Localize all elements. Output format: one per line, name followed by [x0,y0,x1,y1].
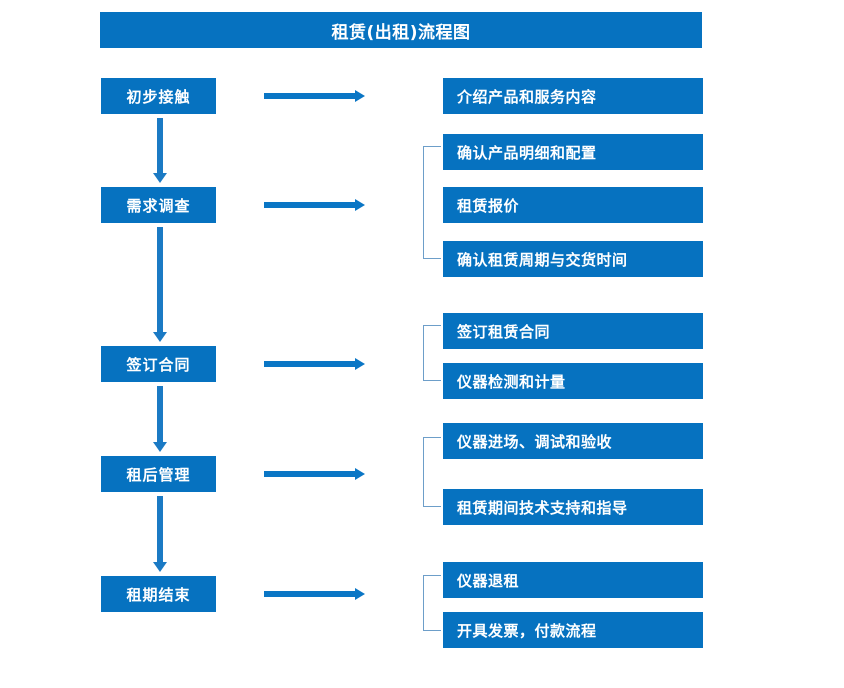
task-box-rental-quotation[interactable]: 租赁报价 [443,187,703,223]
task-box-sign-rental-contract[interactable]: 签订租赁合同 [443,313,703,349]
diagram-title: 租赁(出租)流程图 [100,12,702,48]
task-box-instrument-testing[interactable]: 仪器检测和计量 [443,363,703,399]
bracket-post-rental [423,437,441,507]
stage-box-post-rental-mgmt[interactable]: 租后管理 [101,456,216,492]
bracket-rental-end [423,575,441,631]
task-box-invoice-payment[interactable]: 开具发票，付款流程 [443,612,703,648]
horizontal-arrow-icon-2 [264,199,365,211]
stage-box-initial-contact[interactable]: 初步接触 [101,78,216,114]
stage-box-sign-contract[interactable]: 签订合同 [101,346,216,382]
horizontal-arrow-icon-5 [264,588,365,600]
task-box-confirm-product-spec[interactable]: 确认产品明细和配置 [443,134,703,170]
horizontal-arrow-icon-1 [264,90,365,102]
vertical-arrow-icon-2 [153,227,167,342]
vertical-arrow-icon-1 [153,118,167,183]
task-box-confirm-period[interactable]: 确认租赁周期与交货时间 [443,241,703,277]
task-box-technical-support[interactable]: 租赁期间技术支持和指导 [443,489,703,525]
bracket-demand-survey [423,146,441,259]
task-box-instrument-delivery[interactable]: 仪器进场、调试和验收 [443,423,703,459]
task-box-introduce-products[interactable]: 介绍产品和服务内容 [443,78,703,114]
stage-box-rental-end[interactable]: 租期结束 [101,576,216,612]
vertical-arrow-icon-3 [153,386,167,452]
task-box-instrument-return[interactable]: 仪器退租 [443,562,703,598]
horizontal-arrow-icon-4 [264,468,365,480]
horizontal-arrow-icon-3 [264,358,365,370]
vertical-arrow-icon-4 [153,496,167,572]
bracket-sign-contract [423,325,441,381]
stage-box-demand-survey[interactable]: 需求调查 [101,187,216,223]
